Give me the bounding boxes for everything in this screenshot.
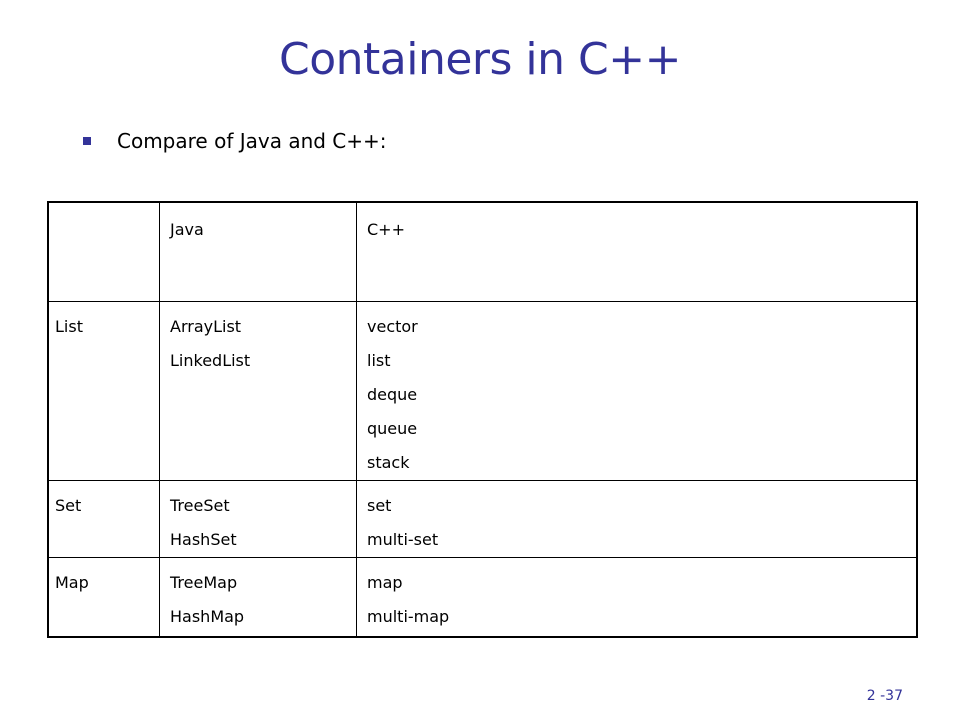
cpp-cell: set multi-set: [356, 480, 918, 558]
cpp-container-name: vector: [367, 317, 418, 336]
bullet-text: Compare of Java and C++:: [117, 129, 387, 153]
page-number: 2 -37: [866, 688, 903, 704]
table-row: List ArrayList LinkedList vector list de…: [47, 301, 918, 481]
cpp-container-name: deque: [367, 385, 418, 404]
header-cell-cpp: C++: [356, 201, 918, 302]
row-label: List: [47, 301, 160, 481]
cpp-container-name: list: [367, 351, 391, 370]
cpp-cell: map multi-map: [356, 557, 918, 638]
slide-title: Containers in C++: [279, 34, 681, 85]
cpp-cell: vector list deque queue stack: [356, 301, 918, 481]
cpp-container-name: multi-map: [367, 607, 450, 626]
java-cell: TreeSet HashSet: [159, 480, 357, 558]
row-label: Map: [47, 557, 160, 638]
cpp-container-name: queue: [367, 419, 418, 438]
comparison-table: Java C++ List ArrayList LinkedList vecto…: [47, 201, 918, 638]
table-header-row: Java C++: [47, 201, 918, 302]
cpp-container-name: set: [367, 496, 392, 515]
bullet-square-icon: [83, 137, 91, 145]
java-class-name: HashSet: [170, 530, 237, 549]
cpp-container-name: multi-set: [367, 530, 439, 549]
java-class-name: ArrayList: [170, 317, 242, 336]
table-row: Set TreeSet HashSet set multi-set: [47, 480, 918, 558]
table-row: Map TreeMap HashMap map multi-map: [47, 557, 918, 638]
header-cell-java: Java: [159, 201, 357, 302]
java-cell: TreeMap HashMap: [159, 557, 357, 638]
java-class-name: LinkedList: [170, 351, 251, 370]
java-class-name: TreeMap: [170, 573, 238, 592]
cpp-container-name: map: [367, 573, 403, 592]
cpp-container-name: stack: [367, 453, 410, 472]
bullet-item: Compare of Java and C++:: [83, 126, 387, 156]
row-label: Set: [47, 480, 160, 558]
header-cell-empty: [47, 201, 160, 302]
java-cell: ArrayList LinkedList: [159, 301, 357, 481]
java-class-name: HashMap: [170, 607, 245, 626]
java-class-name: TreeSet: [170, 496, 230, 515]
